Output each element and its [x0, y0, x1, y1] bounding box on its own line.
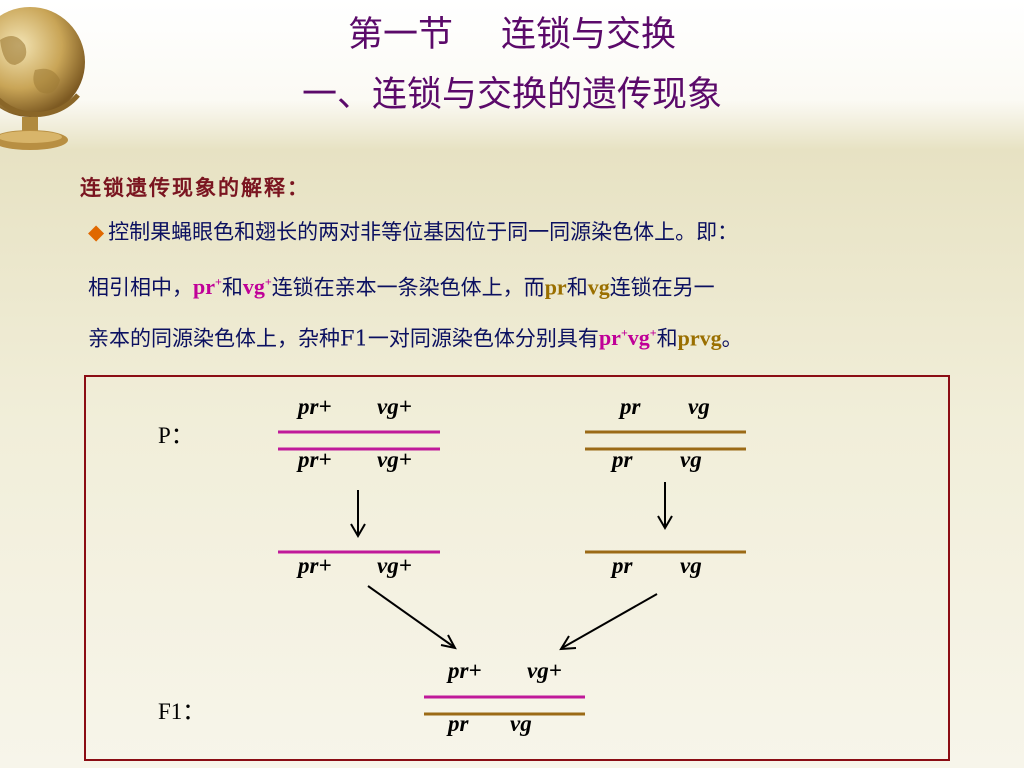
arrows	[350, 482, 673, 651]
gene-pr-plus: pr+	[193, 274, 222, 300]
gene-label-pr: pr	[612, 447, 633, 472]
gene-label-pr: pr	[612, 553, 633, 578]
gene-label-vg: vg	[688, 394, 710, 419]
gene-pr-plus-vg-plus: pr+vg+	[598, 325, 657, 351]
gene-vg-plus: vg+	[242, 274, 272, 300]
gene-label-vg-plus: vg+	[377, 553, 412, 578]
cross-diagram-box	[84, 375, 950, 761]
gene-label-vg-plus: vg+	[377, 394, 412, 419]
text-span: 亲本的同源染色体上，杂种F1一对同源染色体分别具有	[88, 326, 599, 351]
title-topic: 连锁与交换	[501, 15, 677, 55]
gene-label-pr: pr	[620, 394, 641, 419]
bullet-diamond-icon: ◆	[88, 220, 105, 244]
arrow-head	[350, 523, 366, 538]
text-span: 控制果蝇眼色和翅长的两对非等位基因位于同一同源染色体上。即：	[108, 220, 739, 244]
gene-label-vg: vg	[680, 553, 702, 578]
gene-label-vg-plus: vg+	[377, 447, 412, 472]
paragraph-line-2: 相引相中，pr+和vg+连锁在亲本一条染色体上，而pr和vg连锁在另一	[88, 276, 988, 298]
text-span: 和	[566, 275, 588, 300]
arrow-head	[559, 635, 577, 651]
page-subtitle: 一、连锁与交换的遗传现象	[301, 75, 722, 115]
title-section: 第一节	[347, 15, 453, 55]
gene-label-vg: vg	[510, 711, 532, 736]
gene-label-pr-plus: pr+	[298, 394, 332, 419]
paragraph-line-1: ◆控制果蝇眼色和翅长的两对非等位基因位于同一同源染色体上。即：	[88, 222, 988, 243]
globe-decoration	[0, 7, 85, 150]
page-title: 第一节 连锁与交换	[0, 18, 1024, 53]
section-heading: 连锁遗传现象的解释：	[80, 175, 310, 200]
gene-label-vg-plus: vg+	[527, 658, 562, 683]
paragraph-line-3: 亲本的同源染色体上，杂种F1一对同源染色体分别具有pr+vg+和prvg。	[88, 327, 988, 349]
arrow	[367, 585, 455, 648]
gene-label-pr: pr	[448, 711, 469, 736]
gene-pr: pr	[544, 274, 567, 300]
gene-prvg: prvg	[677, 325, 722, 351]
text-span: 和	[221, 275, 243, 300]
gene-label-pr-plus: pr+	[298, 553, 332, 578]
text-span: 。	[721, 326, 743, 351]
chromosome-lines	[278, 430, 746, 716]
f1-generation-label: F1：	[158, 699, 206, 724]
arrow	[561, 593, 658, 649]
arrow-head	[440, 634, 457, 650]
gene-vg: vg	[587, 274, 610, 300]
text-span: 连锁在另一	[609, 275, 715, 300]
gene-label-pr-plus: pr+	[448, 658, 482, 683]
arrow-head	[657, 515, 673, 530]
p-generation-label: P：	[158, 423, 194, 448]
gene-label-vg: vg	[680, 447, 702, 472]
text-span: 连锁在亲本一条染色体上，而	[271, 275, 545, 300]
text-span: 和	[656, 326, 678, 351]
text-span: 相引相中，	[88, 275, 193, 300]
gene-label-pr-plus: pr+	[298, 447, 332, 472]
